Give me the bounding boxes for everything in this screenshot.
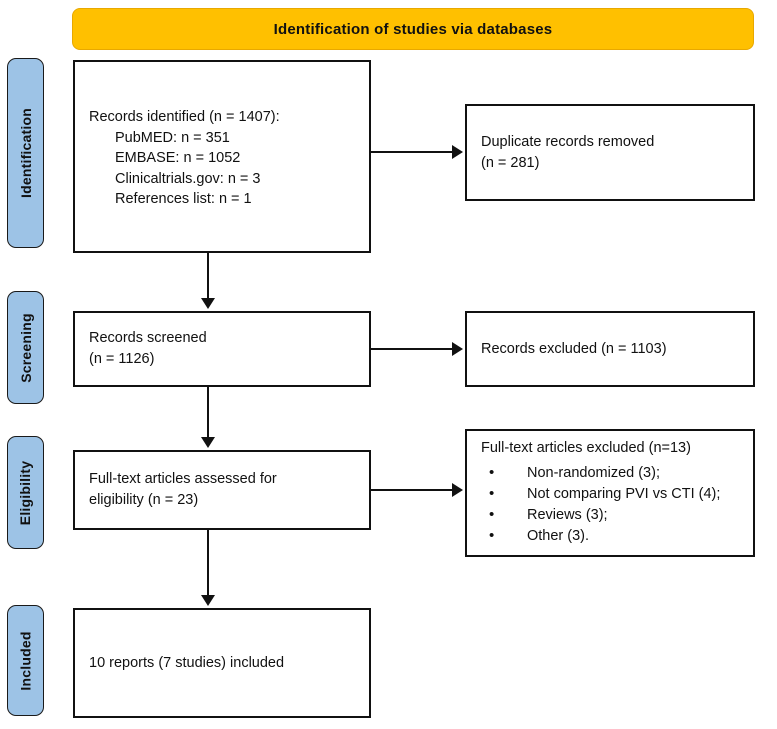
list-item: Reviews (3); [481,504,739,526]
arrow-down-icon [201,437,215,448]
records-identified-title: Records identified (n = 1407): [89,109,280,126]
box-records-excluded: Records excluded (n = 1103) [465,311,755,387]
stage-tab-screening: Screening [7,291,44,404]
list-item: Other (3). [481,525,739,547]
stage-tab-identification: Identification [7,58,44,248]
connector-to-duplicates [371,151,454,153]
list-item: Not comparing PVI vs CTI (4); [481,483,739,505]
stage-tab-label: Eligibility [17,460,34,525]
box-fulltext-excluded: Full-text articles excluded (n=13) Non-r… [465,429,755,557]
connector-to-fulltext-excluded [371,489,454,491]
list-item: Non-randomized (3); [481,462,739,484]
arrow-right-icon [452,483,463,497]
connector-to-records-excluded [371,348,454,350]
records-screened-label: Records screened [89,330,207,347]
records-excluded-label: Records excluded (n = 1103) [481,340,667,357]
source-pubmed: PubMED: n = 351 [115,129,230,146]
stage-tab-label: Screening [17,312,34,383]
duplicates-count: (n = 281) [481,154,540,171]
arrow-down-icon [201,298,215,309]
connector-eligibility-to-included [207,530,209,597]
diagram-banner: Identification of studies via databases [72,8,754,50]
box-records-screened: Records screened (n = 1126) [73,311,371,387]
fulltext-assessed-line2: eligibility (n = 23) [89,492,199,508]
duplicates-label: Duplicate records removed [481,133,655,150]
banner-title: Identification of studies via databases [273,20,553,38]
source-references-list: References list: n = 1 [115,191,252,208]
connector-screened-to-eligibility [207,387,209,439]
arrow-right-icon [452,145,463,159]
exclusion-reason-list: Non-randomized (3); Not comparing PVI vs… [481,462,739,548]
reports-included-label: 10 reports (7 studies) included [89,654,285,671]
fulltext-excluded-title: Full-text articles excluded (n=13) [481,440,691,457]
arrow-right-icon [452,342,463,356]
source-embase: EMBASE: n = 1052 [115,150,241,167]
source-clinicaltrials: Clinicaltrials.gov: n = 3 [115,170,261,187]
connector-identified-to-screened [207,253,209,300]
box-duplicate-records-removed: Duplicate records removed (n = 281) [465,104,755,201]
box-reports-included: 10 reports (7 studies) included [73,608,371,718]
stage-tab-label: Included [17,630,34,691]
box-records-identified: Records identified (n = 1407): PubMED: n… [73,60,371,253]
stage-tab-included: Included [7,605,44,716]
box-fulltext-assessed: Full-text articles assessed for eligibil… [73,450,371,530]
stage-tab-eligibility: Eligibility [7,436,44,549]
stage-tab-label: Identification [17,108,34,198]
records-screened-count: (n = 1126) [89,351,155,367]
fulltext-assessed-line1: Full-text articles assessed for [89,471,277,488]
arrow-down-icon [201,595,215,606]
